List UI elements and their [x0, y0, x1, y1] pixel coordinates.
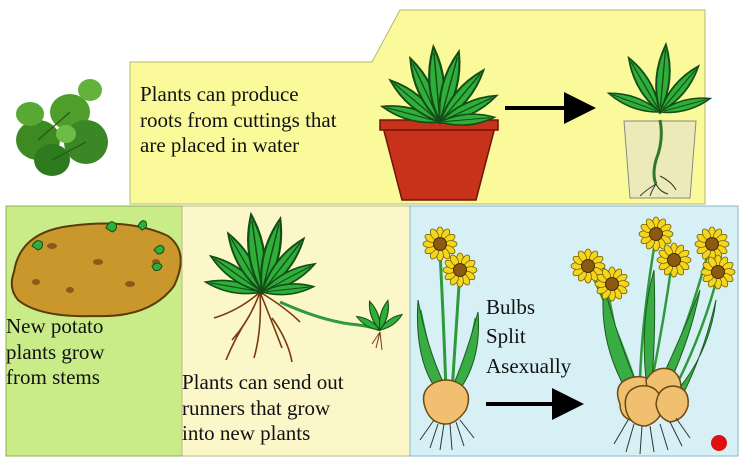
leaf-photo — [6, 66, 128, 200]
caption-potato-line-3: from stems — [6, 365, 105, 391]
caption-cuttings-line-3: are placed in water — [140, 133, 337, 159]
caption-bulbs-line-3: Asexually — [486, 352, 571, 381]
caption-potato-line-2: plants grow — [6, 340, 105, 366]
caption-runners-line-2: runners that grow — [182, 396, 344, 422]
caption-bulbs: Bulbs Split Asexually — [486, 293, 571, 381]
caption-runners: Plants can send out runners that grow in… — [182, 370, 344, 447]
caption-runners-line-1: Plants can send out — [182, 370, 344, 396]
caption-cuttings: Plants can produce roots from cuttings t… — [140, 82, 337, 159]
caption-bulbs-line-1: Bulbs — [486, 293, 571, 322]
caption-runners-line-3: into new plants — [182, 421, 344, 447]
red-marker-dot — [711, 435, 727, 451]
caption-potato: New potato plants grow from stems — [6, 314, 105, 391]
caption-potato-line-1: New potato — [6, 314, 105, 340]
caption-cuttings-line-1: Plants can produce — [140, 82, 337, 108]
caption-bulbs-line-2: Split — [486, 322, 571, 351]
caption-cuttings-line-2: roots from cuttings that — [140, 108, 337, 134]
